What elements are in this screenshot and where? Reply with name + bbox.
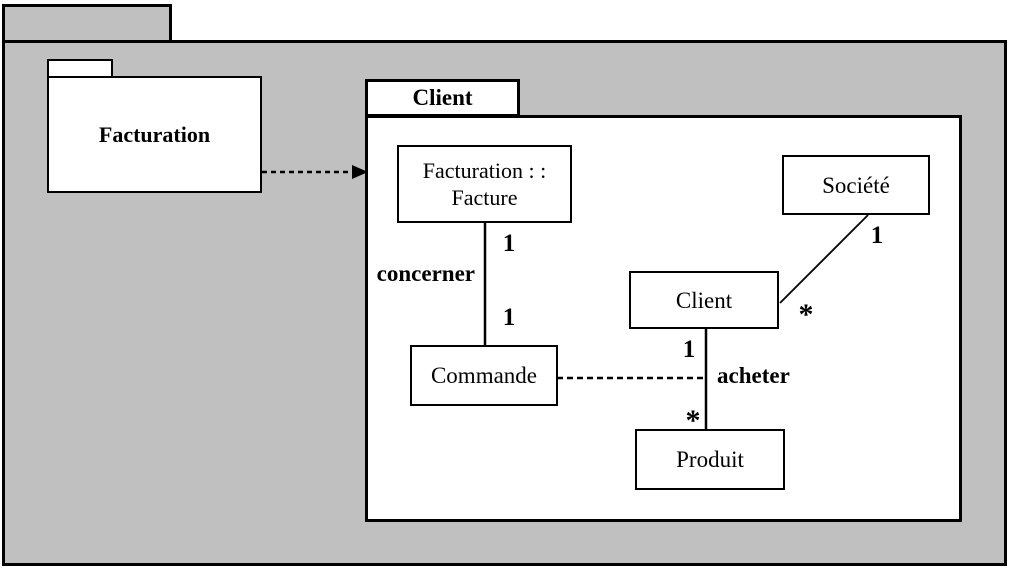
class-facture-label-line2: Facture [451, 185, 518, 210]
class-societe-label: Société [822, 172, 890, 198]
multiplicity-client-side: 1 [682, 336, 696, 363]
class-produit: Produit [635, 429, 785, 490]
client-package-label: Client [412, 85, 473, 110]
multiplicity-societe-client-side: * [798, 298, 814, 331]
facturation-package: Facturation [47, 76, 262, 193]
facturation-package-tab [47, 59, 113, 78]
multiplicity-facture-side: 1 [502, 230, 516, 257]
class-facture-label-line1: Facturation : : [422, 158, 547, 183]
class-commande: Commande [410, 345, 558, 406]
class-client: Client [629, 271, 779, 329]
facturation-package-label: Facturation [98, 121, 211, 147]
association-label-concerner: concerner [376, 261, 475, 286]
class-produit-label: Produit [676, 447, 744, 472]
outer-package-tab [2, 4, 172, 43]
class-societe: Société [782, 155, 930, 215]
multiplicity-societe-side: 1 [870, 222, 884, 249]
class-client-label: Client [675, 287, 733, 313]
client-package-tab: Client [365, 79, 520, 117]
multiplicity-produit-side: * [685, 404, 701, 437]
class-facturation-facture: Facturation : : Facture [397, 145, 572, 223]
class-commande-label: Commande [430, 363, 538, 388]
association-label-acheter: acheter [717, 363, 790, 388]
multiplicity-commande-side: 1 [502, 304, 516, 331]
